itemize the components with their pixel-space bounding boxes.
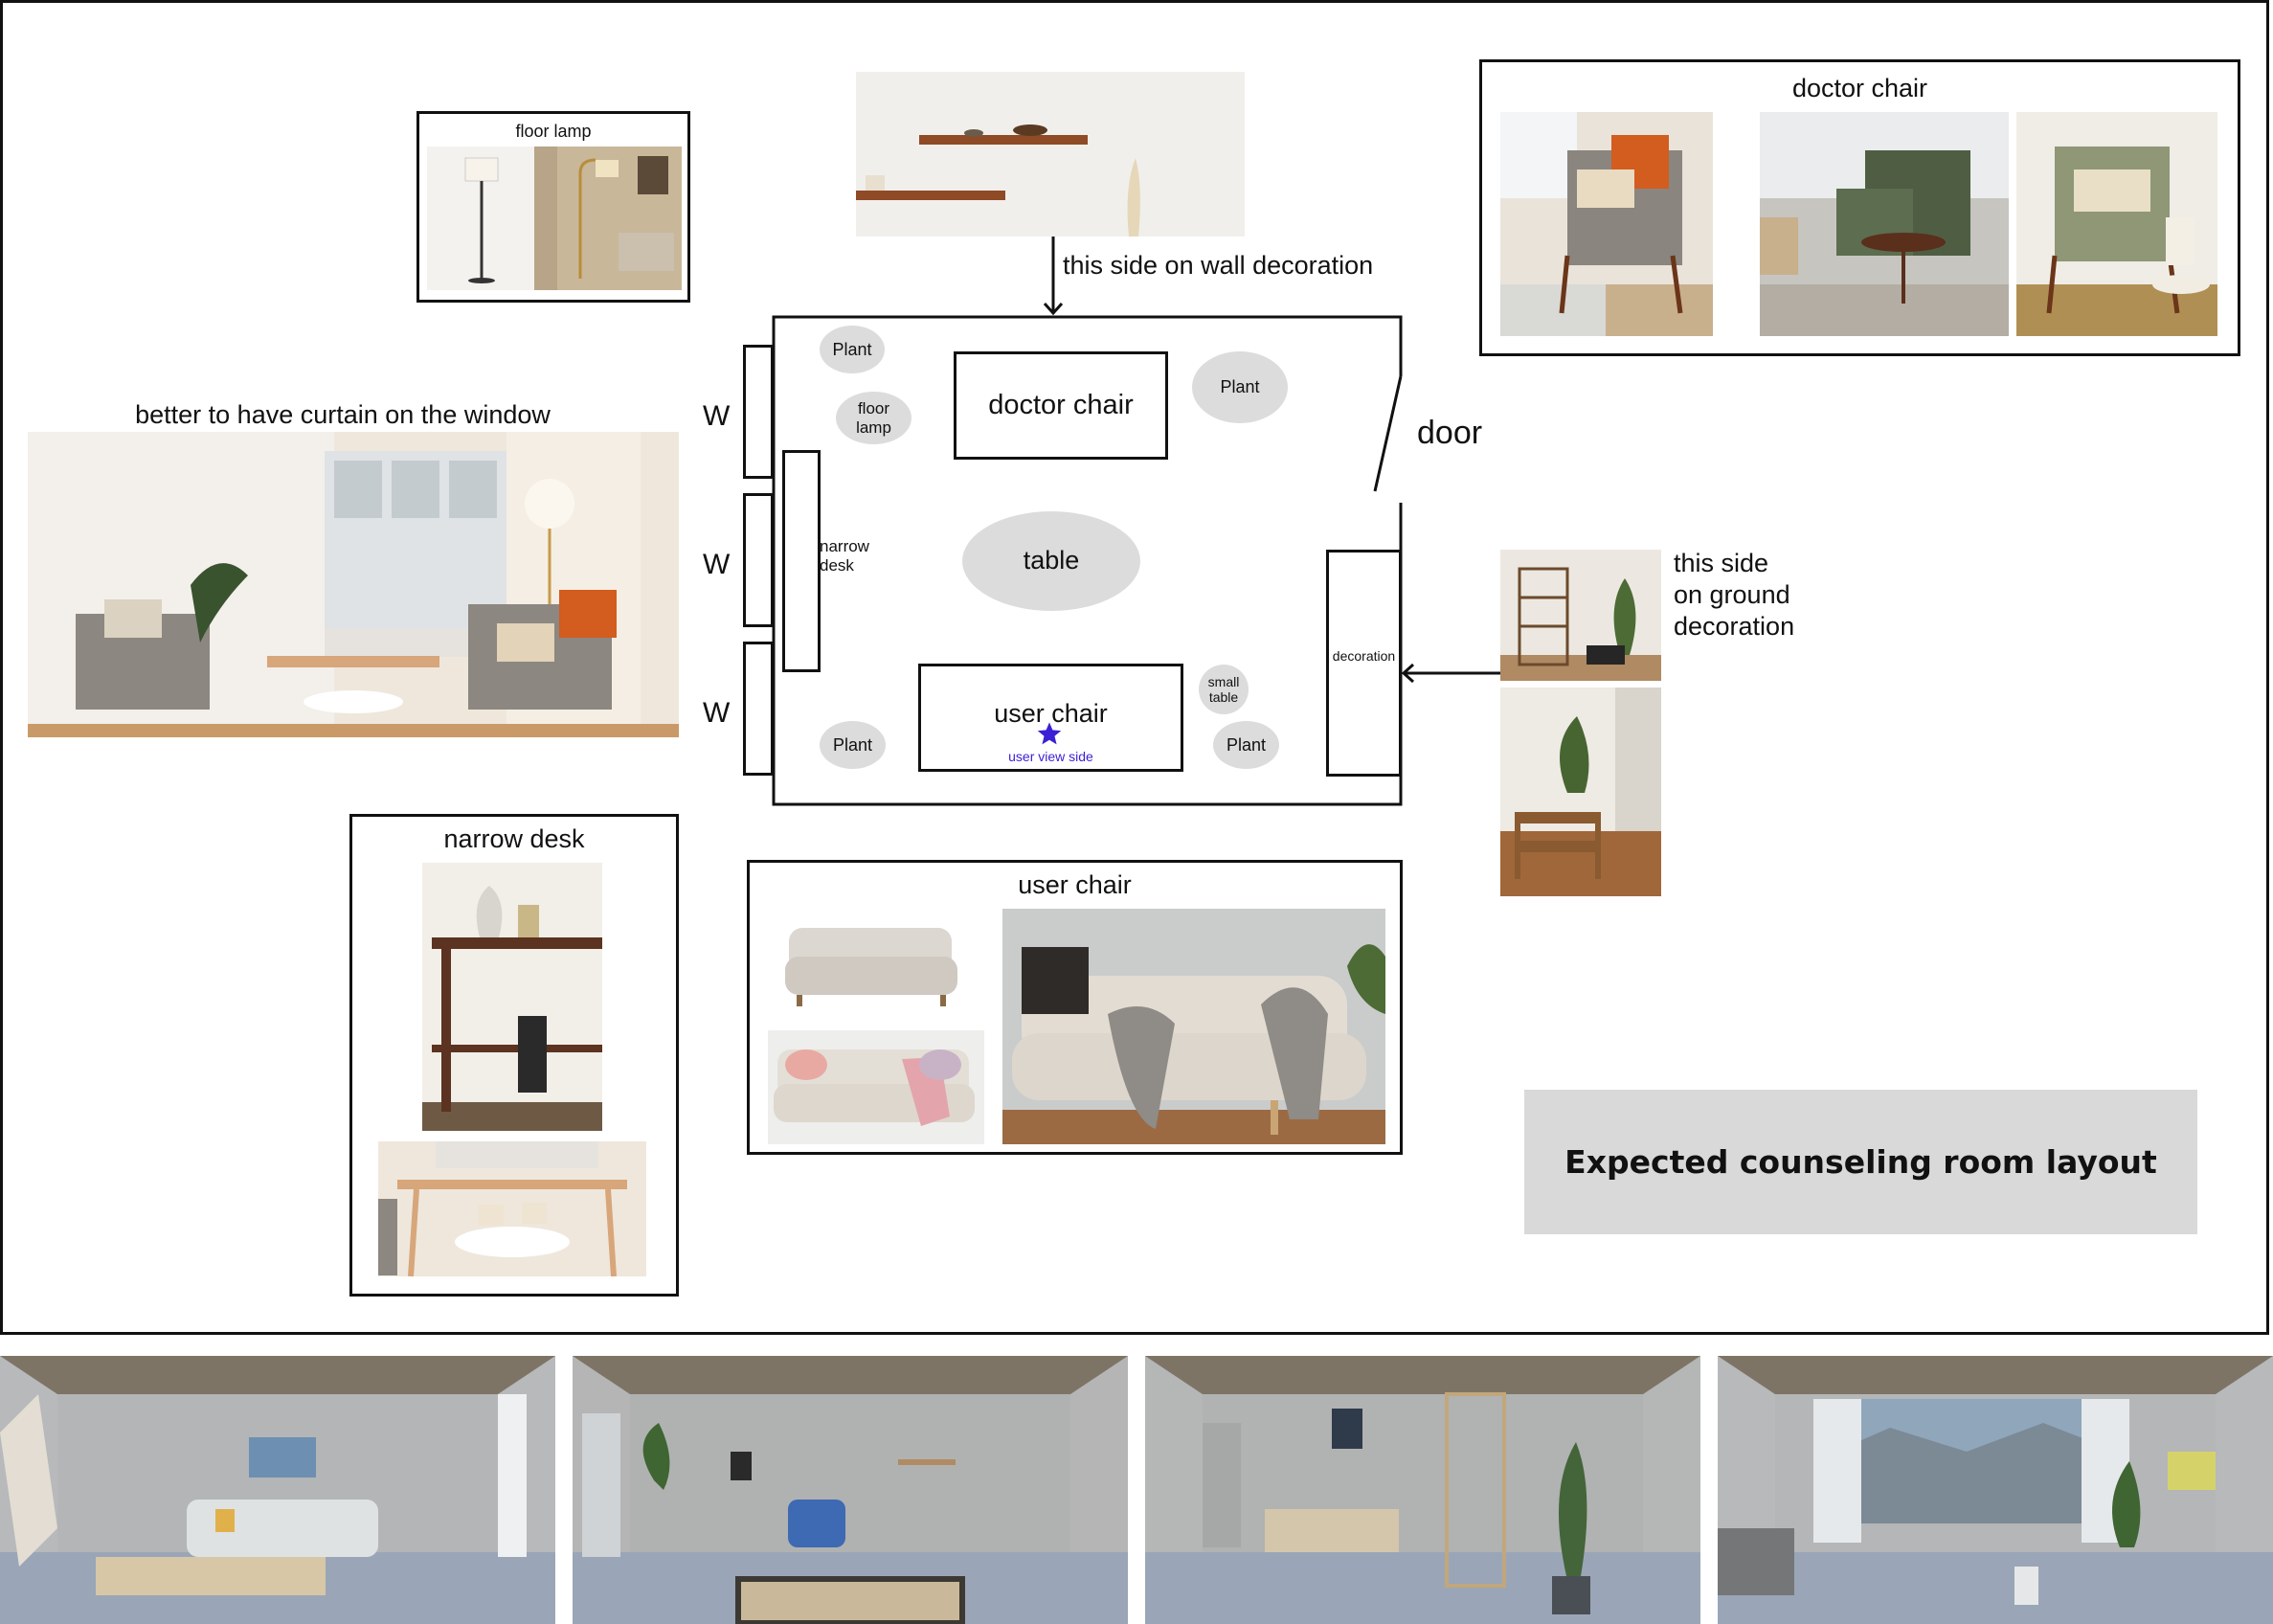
doctor-chair-photo-1 [1500, 112, 1713, 336]
ground-decoration-arrow [1401, 663, 1501, 684]
render-view-4 [1718, 1356, 2273, 1624]
plan-floor-lamp: floor lamp [836, 392, 911, 444]
plan-plant-top-left: Plant [820, 326, 885, 373]
narrow-desk-panel: narrow desk [349, 814, 679, 1297]
plan-plant-top-right: Plant [1192, 351, 1288, 423]
ground-decoration-label: this side on ground decoration [1674, 549, 1795, 642]
doctor-chair-caption: doctor chair [1791, 74, 1928, 102]
user-chair-photo-2 [768, 1030, 984, 1144]
plan-narrow-desk-label: narrow desk [820, 537, 869, 575]
doctor-chair-photo-3 [2016, 112, 2217, 336]
plan-plant-bottom-right: Plant [1213, 721, 1279, 769]
wall-decoration-label: this side on wall decoration [1063, 251, 1374, 280]
curtain-window-photo [28, 432, 679, 737]
ground-decoration-photo-2 [1500, 688, 1661, 896]
plan-user-chair-label: user chair [994, 699, 1108, 728]
wall-decoration-arrow [1044, 237, 1064, 316]
plan-user-chair: user chair user view side [918, 664, 1183, 772]
user-view-side-label: user view side [1008, 749, 1093, 764]
floor-lamp-photo [427, 147, 682, 290]
wall-decoration-photo [856, 72, 1245, 237]
door-label: door [1417, 415, 1483, 451]
user-chair-caption: user chair [1018, 870, 1132, 899]
doctor-chair-photo-2 [1760, 112, 2009, 336]
star-icon [1037, 722, 1062, 745]
window-label-3: W [703, 697, 731, 729]
user-chair-photo-1 [768, 909, 973, 1018]
window-label-2: W [703, 549, 731, 580]
ground-decoration-photo-1 [1500, 550, 1661, 681]
plan-decoration-label: decoration [1332, 648, 1396, 664]
window-3 [743, 642, 774, 776]
narrow-desk-photo-1 [422, 863, 602, 1131]
render-view-2 [573, 1356, 1128, 1624]
floor-lamp-caption: floor lamp [515, 122, 592, 141]
layout-title: Expected counseling room layout [1524, 1090, 2197, 1234]
user-chair-panel: user chair [747, 860, 1403, 1155]
user-chair-photo-3 [1002, 909, 1385, 1144]
render-view-3 [1145, 1356, 1700, 1624]
plan-plant-bottom-left: Plant [820, 721, 886, 769]
plan-table: table [962, 511, 1140, 611]
plan-narrow-desk [782, 450, 821, 672]
curtain-label: better to have curtain on the window [135, 400, 551, 429]
floor-lamp-panel: floor lamp [416, 111, 690, 303]
window-label-1: W [703, 400, 731, 432]
doctor-chair-panel: doctor chair [1479, 59, 2240, 356]
plan-doctor-chair: doctor chair [954, 351, 1168, 460]
render-view-1 [0, 1356, 555, 1624]
narrow-desk-photo-2 [378, 1141, 646, 1276]
plan-decoration: decoration [1326, 550, 1402, 777]
narrow-desk-caption: narrow desk [443, 824, 585, 853]
plan-small-table: small table [1199, 665, 1249, 714]
